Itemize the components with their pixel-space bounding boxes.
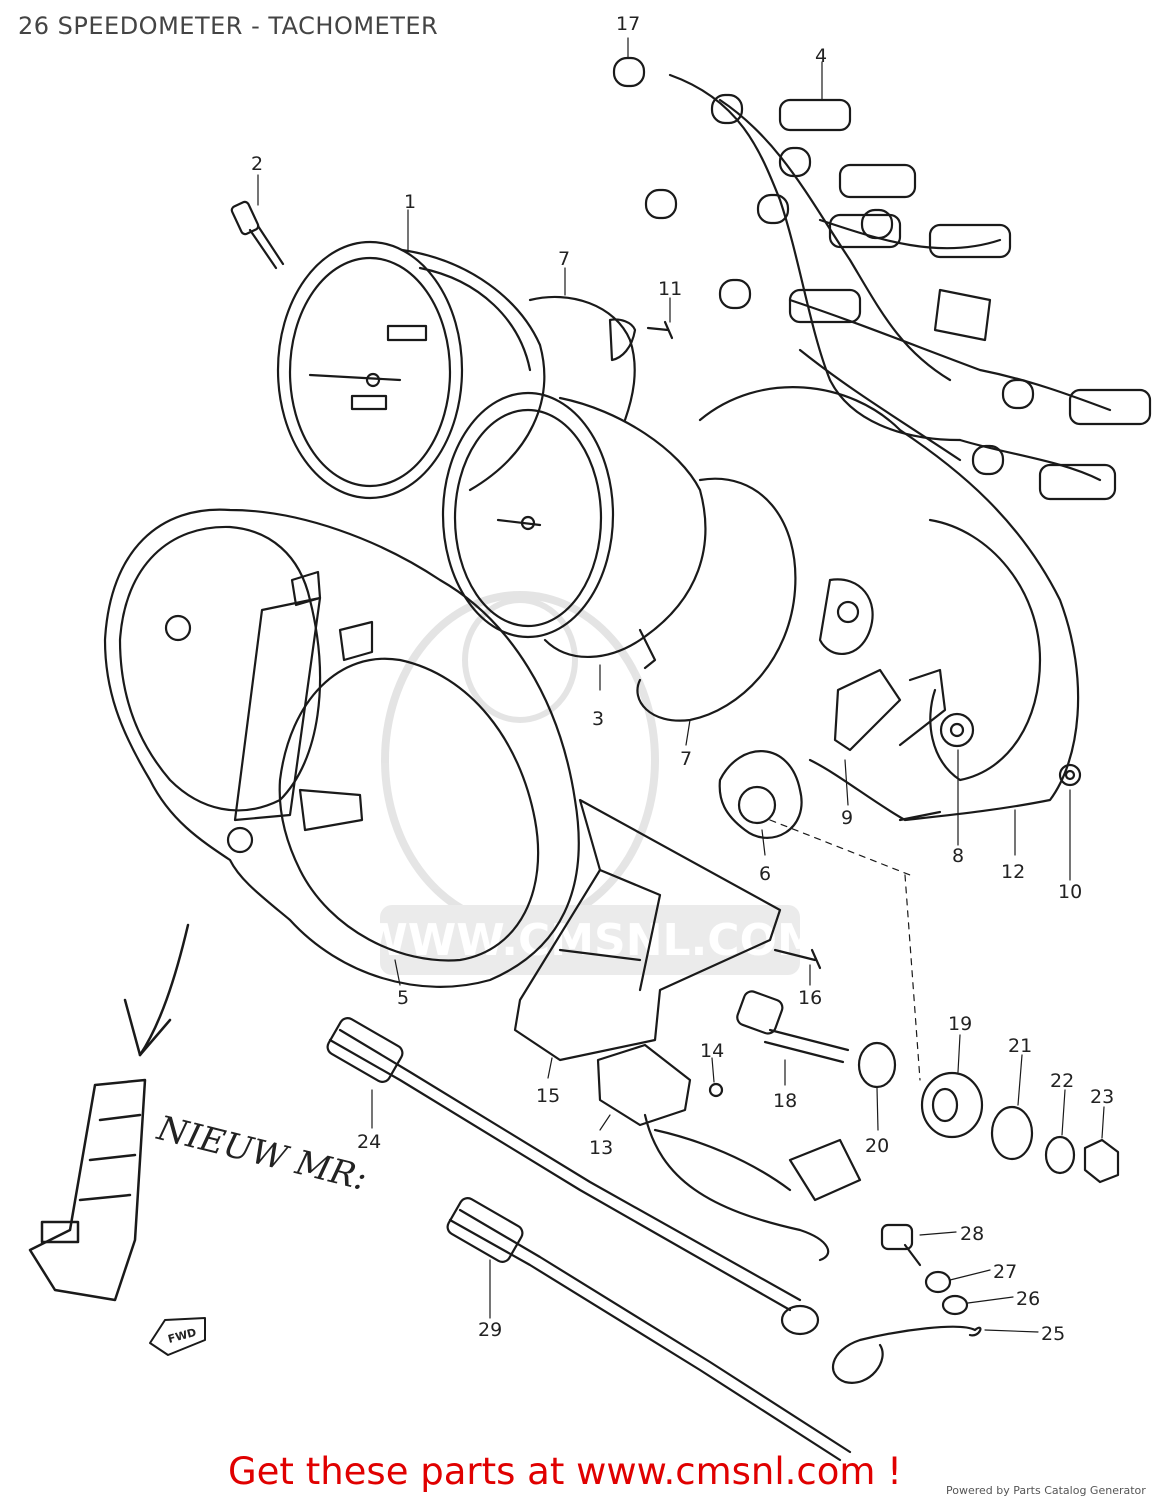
part-23-nut (1083, 1138, 1120, 1184)
callout-6: 6 (759, 863, 771, 885)
part-4-bulb-harness (668, 73, 1152, 501)
callout-10: 10 (1058, 881, 1082, 903)
callout-26: 26 (1016, 1288, 1040, 1310)
callout-19: 19 (948, 1013, 972, 1035)
callout-labels: 1 2 3 4 5 6 7 7 8 9 10 11 12 13 14 15 16… (251, 13, 1114, 1345)
callout-18: 18 (773, 1090, 797, 1112)
part-27-washer (924, 1270, 952, 1294)
part-17-bulbs (612, 56, 1035, 476)
part-14-screw (708, 1082, 724, 1098)
callout-4: 4 (815, 45, 827, 67)
callout-9: 9 (841, 807, 853, 829)
callout-3: 3 (592, 708, 604, 730)
part-24-cable (326, 1017, 820, 1336)
handwritten-note: NIEUW MR: (152, 1108, 371, 1199)
callout-17: 17 (616, 13, 640, 35)
part-26-washer (941, 1294, 969, 1316)
part-13-relay (596, 1043, 862, 1262)
part-25-spring-clip (832, 1325, 982, 1384)
callout-23: 23 (1090, 1086, 1114, 1108)
part-9-bracket (833, 668, 902, 752)
part-7-cushion-lower (636, 477, 797, 722)
callout-11: 11 (658, 278, 682, 300)
part-19-damper (920, 1071, 984, 1139)
page-title: 26 SPEEDOMETER - TACHOMETER (18, 12, 439, 40)
part-7-cushion-upper (528, 295, 636, 422)
callout-20: 20 (865, 1135, 889, 1157)
callout-13: 13 (589, 1137, 613, 1159)
part-22-washer (1044, 1135, 1076, 1175)
part-15-bracket (513, 798, 782, 1062)
callout-2: 2 (251, 153, 263, 175)
part-29-cable (446, 1197, 852, 1462)
callout-22: 22 (1050, 1070, 1074, 1092)
part-1-speedometer (276, 240, 546, 500)
callout-15: 15 (536, 1085, 560, 1107)
handwritten-indicator-sketch (28, 1078, 147, 1302)
part-3-tachometer (441, 391, 707, 670)
callout-8: 8 (952, 845, 964, 867)
fwd-arrow-icon (149, 1317, 206, 1356)
part-8-washer (939, 712, 975, 748)
watermark-logo: WWW.CMSNL.COM (359, 591, 821, 975)
part-11-screw (646, 320, 674, 340)
cmsnl-promo-link[interactable]: Get these parts at www.cmsnl.com ! (228, 1450, 903, 1493)
part-28-bolt (880, 1223, 922, 1267)
callout-7b: 7 (680, 748, 692, 770)
callout-1: 1 (404, 191, 416, 213)
callout-7a: 7 (558, 248, 570, 270)
callout-16: 16 (798, 987, 822, 1009)
callout-28: 28 (960, 1223, 984, 1245)
callout-27: 27 (993, 1261, 1017, 1283)
part-5-meter-case (103, 508, 580, 988)
powered-by-text: Powered by Parts Catalog Generator (946, 1484, 1146, 1497)
part-6-bracket (718, 750, 803, 839)
callout-25: 25 (1041, 1323, 1065, 1345)
callout-12: 12 (1001, 861, 1025, 883)
callout-29: 29 (478, 1319, 502, 1341)
part-20-washer (857, 1041, 897, 1089)
callout-14: 14 (700, 1040, 724, 1062)
handwritten-arrow (123, 923, 190, 1057)
fwd-arrow-label: FWD (167, 1326, 198, 1346)
callout-5: 5 (397, 987, 409, 1009)
callout-21: 21 (1008, 1035, 1032, 1057)
part-2-screw (230, 200, 285, 270)
watermark-text: WWW.CMSNL.COM (359, 915, 821, 966)
part-12-lower-case (698, 386, 1080, 822)
part-16-screw (773, 948, 822, 970)
callout-24: 24 (357, 1131, 381, 1153)
leader-lines (257, 37, 1105, 1333)
part-18-bolt (736, 990, 850, 1064)
part-10-nut (1058, 763, 1082, 787)
part-21-washer (990, 1105, 1034, 1161)
